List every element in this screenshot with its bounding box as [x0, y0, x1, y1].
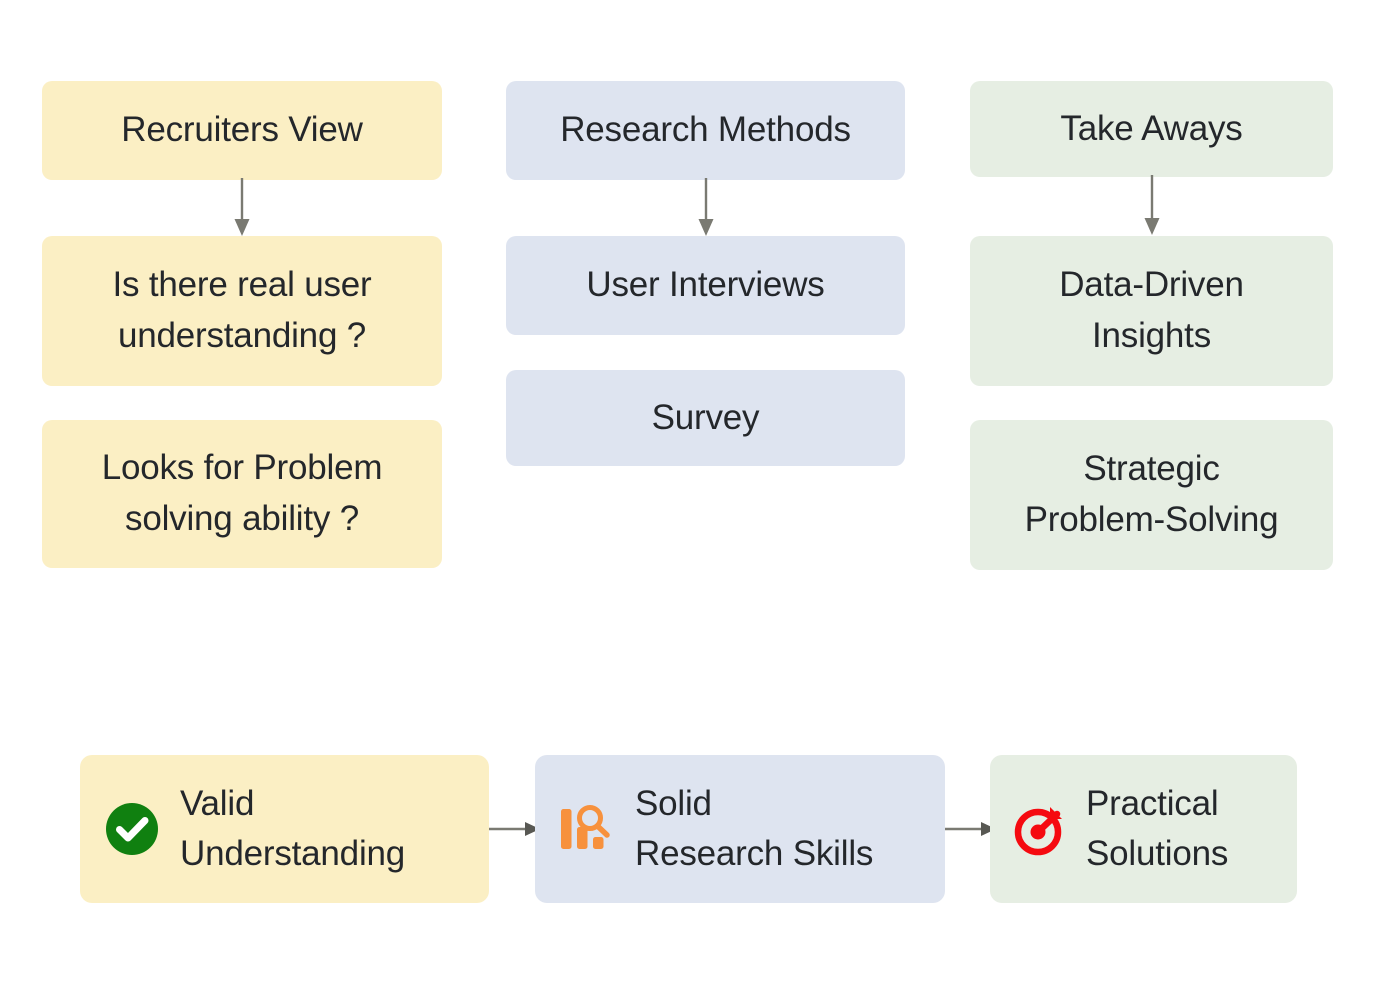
bar-chart-search-icon: [557, 799, 617, 859]
flow-card-valid-understanding[interactable]: Valid Understanding: [80, 755, 489, 903]
target-dart-icon: [1012, 801, 1068, 857]
card-recruiters-view[interactable]: Recruiters View: [42, 81, 442, 180]
flow-card-practical-solutions[interactable]: Practical Solutions: [990, 755, 1297, 903]
check-circle-icon: [102, 799, 162, 859]
card-data-driven-insights[interactable]: Data-Driven Insights: [970, 236, 1333, 386]
arrow-down-research-methods: [698, 178, 714, 236]
arrow-down-take-aways: [1144, 175, 1160, 235]
arrow-down-recruiters: [234, 178, 250, 236]
card-take-aways[interactable]: Take Aways: [970, 81, 1333, 177]
card-survey[interactable]: Survey: [506, 370, 905, 466]
flow-label-solid-research-skills: Solid Research Skills: [635, 784, 874, 873]
card-research-methods[interactable]: Research Methods: [506, 81, 905, 180]
card-problem-solving-ability[interactable]: Looks for Problem solving ability ?: [42, 420, 442, 568]
card-user-interviews[interactable]: User Interviews: [506, 236, 905, 335]
flow-card-solid-research-skills[interactable]: Solid Research Skills: [535, 755, 945, 903]
card-real-user-understanding[interactable]: Is there real user understanding ?: [42, 236, 442, 386]
arrow-right-to-research-skills: [489, 822, 540, 836]
card-strategic-problem-solving[interactable]: Strategic Problem-Solving: [970, 420, 1333, 570]
flow-label-practical-solutions: Practical Solutions: [1086, 784, 1229, 873]
arrow-right-to-practical-solutions: [945, 822, 996, 836]
flow-label-valid-understanding: Valid Understanding: [180, 784, 406, 873]
